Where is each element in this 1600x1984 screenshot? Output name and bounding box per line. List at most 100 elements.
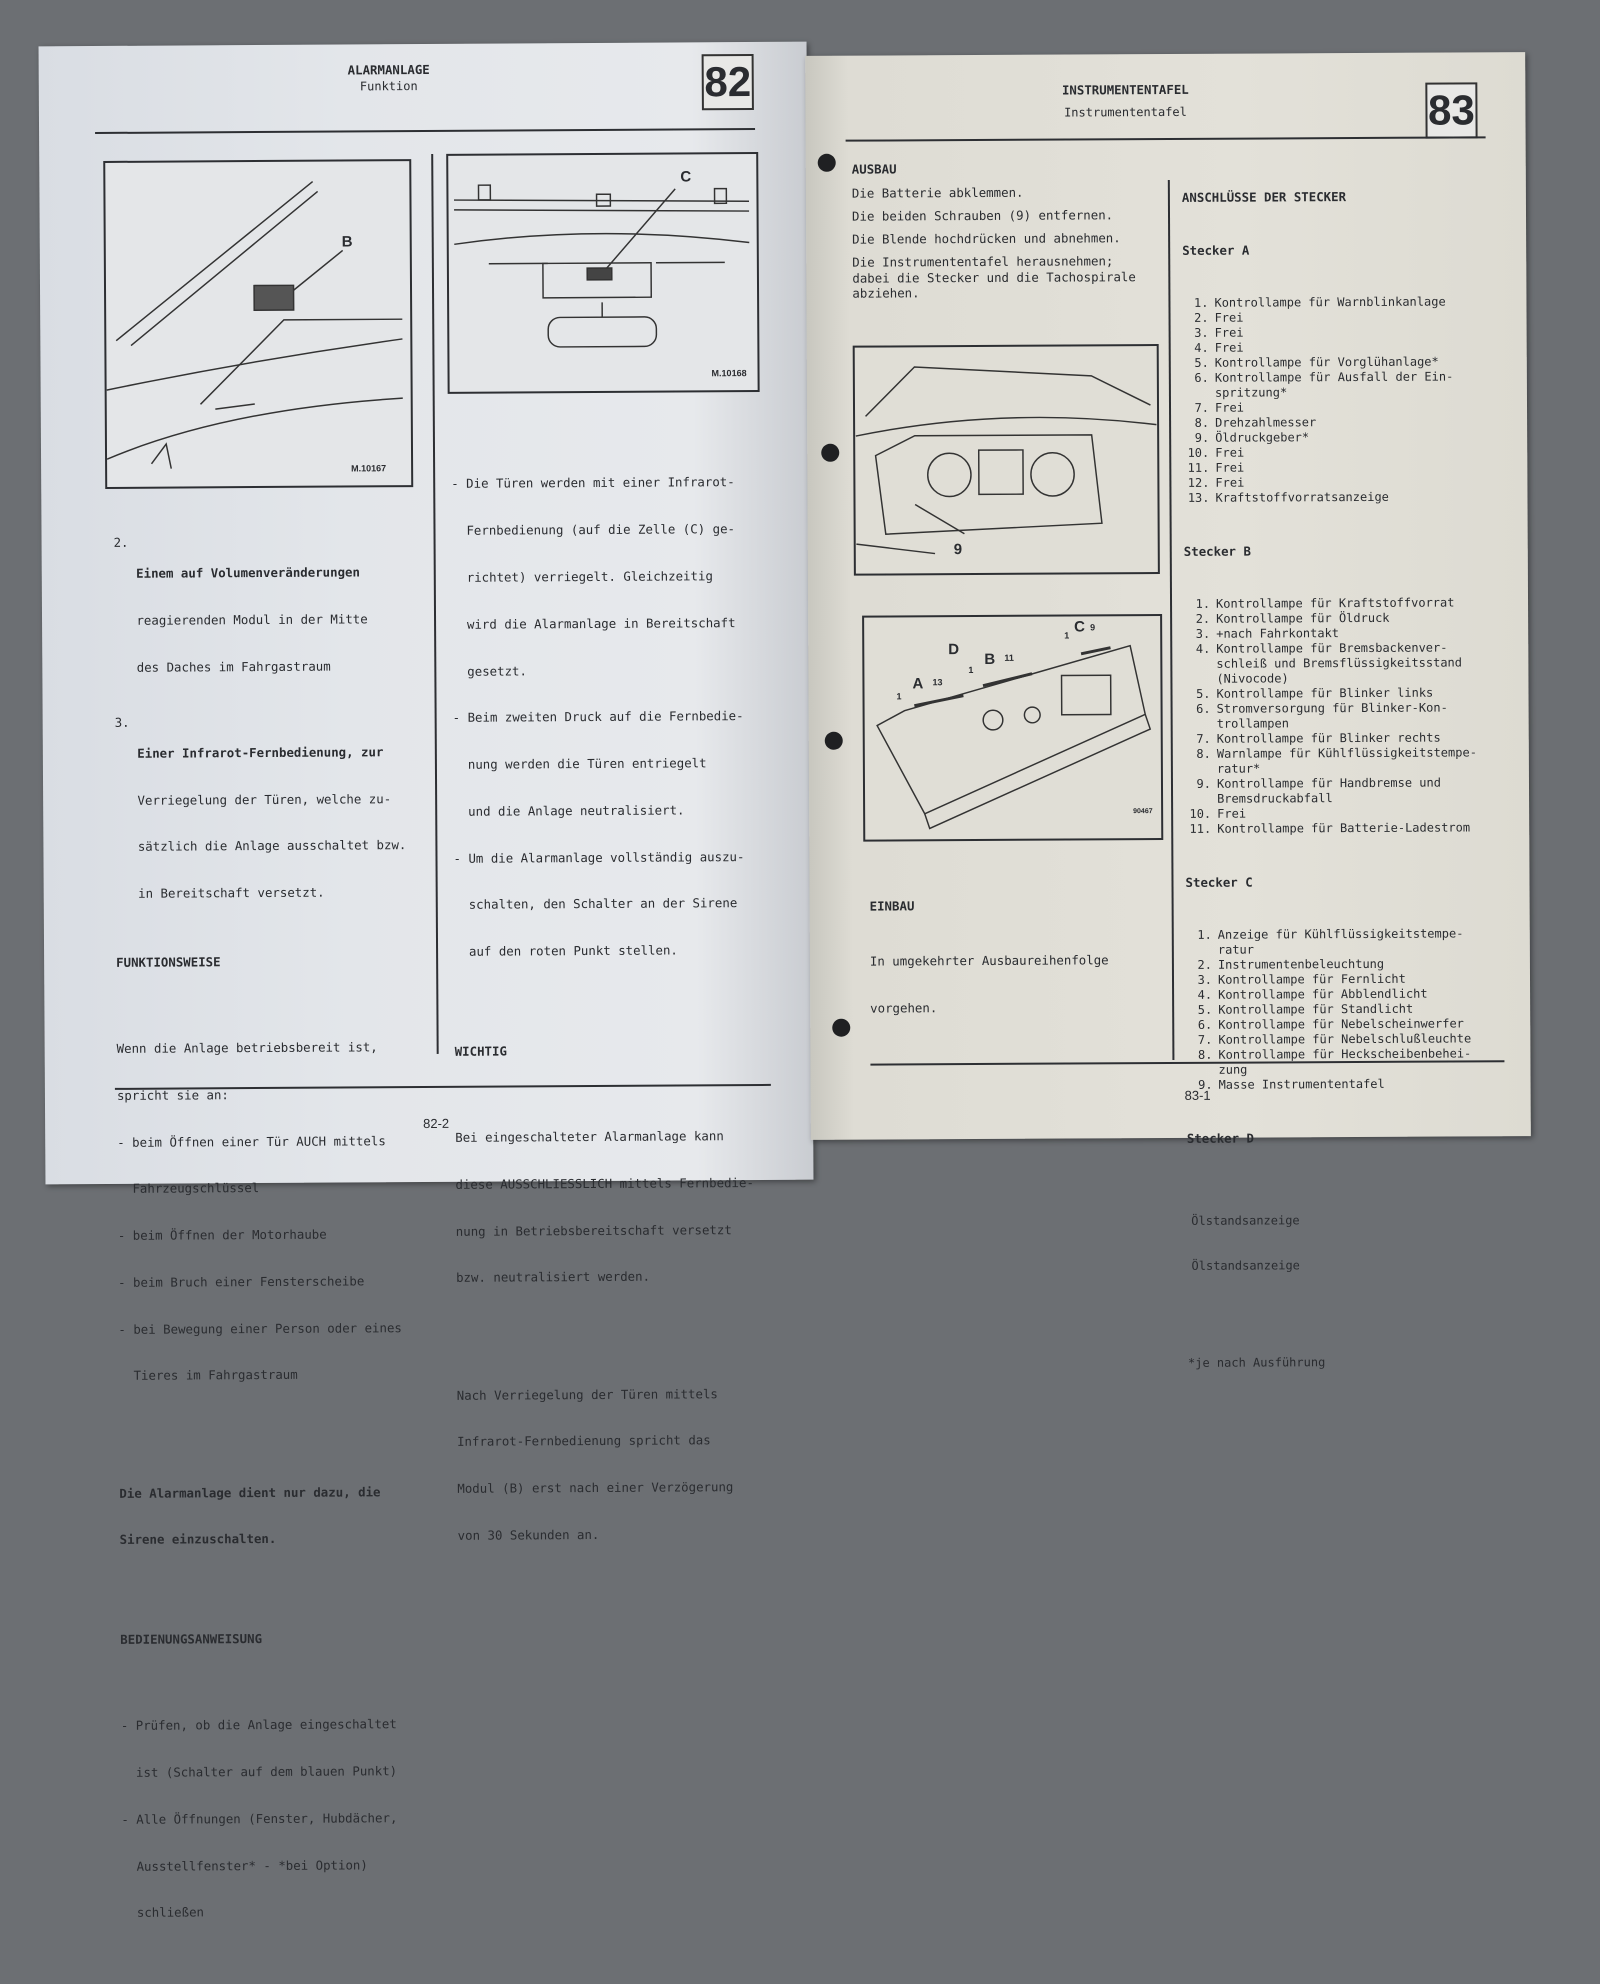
item-text: Kontrollampe für Blinker rechts	[1216, 730, 1441, 746]
item-text: Frei	[1217, 806, 1247, 821]
line: Ausstellfenster* - *bei Option)	[121, 1857, 368, 1874]
figure-code: M.10168	[711, 368, 747, 379]
item-text: Kraftstoffvorratsanzeige	[1215, 489, 1389, 505]
line: - Alle Öffnungen (Fenster, Hubdächer,	[121, 1810, 398, 1827]
list-item: 3.Kontrollampe für Fernlicht	[1186, 971, 1478, 988]
label-c: C	[680, 168, 692, 186]
header-subtitle: Instrumententafel	[1064, 104, 1187, 120]
line: sätzlich die Anlage ausschaltet bzw.	[137, 837, 407, 855]
item-text: Frei	[1215, 475, 1245, 490]
note: Die Alarmanlage dient nur dazu, die Sire…	[119, 1453, 411, 1580]
line: und die Anlage neutralisiert.	[453, 802, 685, 819]
item-text: Frei	[1214, 340, 1244, 355]
line: - beim Öffnen einer Tür AUCH mittels	[117, 1132, 386, 1150]
list-item: 2. Frei	[1183, 309, 1475, 326]
chapter-number: 83	[1425, 82, 1478, 139]
stecker-a-heading: Stecker A	[1182, 242, 1250, 258]
stecker-b-heading: Stecker B	[1183, 543, 1251, 559]
line: Nach Verriegelung der Türen mittels	[456, 1385, 718, 1403]
item-text: Kontrollampe für Vorglühanlage*	[1214, 354, 1439, 370]
line: reagierenden Modul in der Mitte	[136, 611, 368, 628]
binding-hole	[821, 443, 840, 462]
line: nung werden die Türen entriegelt	[452, 755, 707, 772]
dashboard-illustration	[855, 366, 1157, 555]
list-item: 7.Kontrollampe für Nebelschlußleuchte	[1186, 1031, 1478, 1048]
line: Verriegelung der Türen, welche zu-	[137, 790, 392, 808]
line: schalten, den Schalter an der Sirene	[453, 895, 738, 913]
item-text: Stromversorgung für Blinker-Kon- trollam…	[1216, 700, 1448, 731]
item-number: 2.	[1194, 310, 1209, 325]
figure-dashboard: 9	[852, 344, 1160, 576]
item-text: Kontrollampe für Ausfall der Ein- spritz…	[1214, 369, 1454, 400]
list-item: 7.Kontrollampe für Blinker rechts	[1185, 730, 1477, 747]
line: Fernbedienung (auf die Zelle (C) ge-	[451, 521, 736, 538]
header: ALARMANLAGE Funktion	[289, 62, 489, 95]
item-text: Frei	[1214, 310, 1244, 325]
item-number: 6.	[1194, 370, 1209, 385]
list-item: Ölstandsanzeige	[1191, 1213, 1300, 1228]
section-heading: ANSCHLÜSSE DER STECKER	[1181, 189, 1347, 205]
item-number: 8.	[1196, 746, 1211, 761]
line: des Daches im Fahrgastraum	[136, 658, 331, 675]
list-item: 10.Frei	[1185, 805, 1477, 822]
header-subtitle: Funktion	[359, 79, 418, 94]
line: Wenn die Anlage betriebsbereit ist,	[116, 1039, 378, 1056]
ausbau-paragraph-2: Die beiden Schrauben (9) entfernen.	[851, 207, 1114, 224]
ausbau-paragraph-3: Die Blende hochdrücken und abnehmen.	[852, 230, 1121, 247]
item-text: Kontrollampe für Kraftstoffvorrat	[1216, 595, 1455, 611]
line: - beim Öffnen der Motorhaube	[117, 1226, 327, 1244]
header-rule	[95, 127, 756, 135]
binding-hole	[832, 1018, 851, 1037]
list-item: 13.Kraftstoffvorratsanzeige	[1183, 489, 1475, 506]
label-c: C	[1074, 618, 1086, 636]
item-text: Kontrollampe für Abblendlicht	[1218, 986, 1428, 1002]
list-item: 8.Kontrollampe für Heckscheibenbehei- zu…	[1186, 1046, 1478, 1078]
item-text: Kontrollampe für Bremsbackenver- schleiß…	[1216, 640, 1463, 686]
figure-ir-cell: C M.10168	[446, 151, 760, 394]
wichtig-text: Bei eingeschalteter Alarmanlage kann die…	[455, 1097, 755, 1317]
line: spricht sie an:	[116, 1086, 229, 1103]
section-heading: BEDIENUNGSANWEISUNG	[120, 1631, 263, 1648]
list-item: 1. Kontrollampe für Warnblinkanlage	[1182, 294, 1474, 311]
einbau-section: EINBAU In umgekehrter Ausbaureihenfolge …	[869, 866, 1109, 1047]
figure-code: 90467	[1133, 808, 1153, 816]
label-b: B	[341, 233, 353, 251]
right-column-text: - Die Türen werden mit einer Infrarot- F…	[451, 412, 757, 1606]
section-heading: FUNKTIONSWEISE	[116, 954, 221, 970]
line: Die Alarmanlage dient nur dazu, die	[119, 1483, 381, 1501]
item-text: Warnlampe für Kühlflüssigkeitstempe- rat…	[1216, 745, 1477, 776]
item-number: 11.	[1187, 460, 1210, 475]
item-number: 5.	[1194, 355, 1209, 370]
ausbau-paragraph-1: Die Batterie abklemmen.	[851, 184, 1024, 201]
list-item: 12.Frei	[1183, 474, 1475, 491]
list-item: 4.Kontrollampe für Bremsbackenver- schle…	[1184, 640, 1476, 687]
left-page-82: ALARMANLAGE Funktion 82 B M.10167 C M.10…	[38, 41, 814, 1920]
list-item: 9.Kontrollampe für Handbremse und Bremsd…	[1185, 775, 1477, 807]
item-number: 5.	[1196, 686, 1211, 701]
item-number: 1.	[1193, 295, 1209, 310]
item-number: 8.	[1194, 415, 1210, 430]
list-item: 6. Kontrollampe für Ausfall der Ein- spri…	[1183, 369, 1475, 401]
footnote: *je nach Ausführung	[1187, 1355, 1326, 1370]
line: auf den roten Punkt stellen.	[454, 942, 678, 960]
label-b-end: 11	[1004, 652, 1014, 663]
header-title: INSTRUMENTENTAFEL	[1061, 81, 1189, 98]
item-number: 9.	[1198, 1077, 1213, 1092]
figure-code: M.10167	[351, 463, 387, 474]
list-item: 5. Kontrollampe für Vorglühanlage*	[1183, 354, 1475, 371]
header: INSTRUMENTENTAFEL Instrumententafel	[1025, 82, 1225, 121]
item-text: +nach Fahrkontakt	[1216, 626, 1340, 641]
label-a-end: 13	[932, 677, 943, 688]
list-item: 11.Kontrollampe für Batterie-Ladestrom	[1185, 820, 1477, 837]
line: Sirene einzuschalten.	[119, 1531, 277, 1548]
line: ist (Schalter auf dem blauen Punkt)	[121, 1763, 398, 1781]
item-text: Kontrollampe für Batterie-Ladestrom	[1217, 820, 1471, 836]
line: - Um die Alarmanlage vollständig auszu-	[453, 848, 745, 866]
item-number: 9.	[1194, 430, 1210, 445]
item-text: Drehzahlmesser	[1215, 415, 1317, 430]
item-text: Kontrollampe für Warnblinkanlage	[1214, 294, 1446, 310]
stecker-d-heading: Stecker D	[1186, 1130, 1255, 1146]
label-b-start: 1	[968, 665, 974, 676]
list-item: 5.Kontrollampe für Standlicht	[1186, 1001, 1478, 1018]
item-text: Kontrollampe für Handbremse und Bremsdru…	[1216, 775, 1441, 806]
